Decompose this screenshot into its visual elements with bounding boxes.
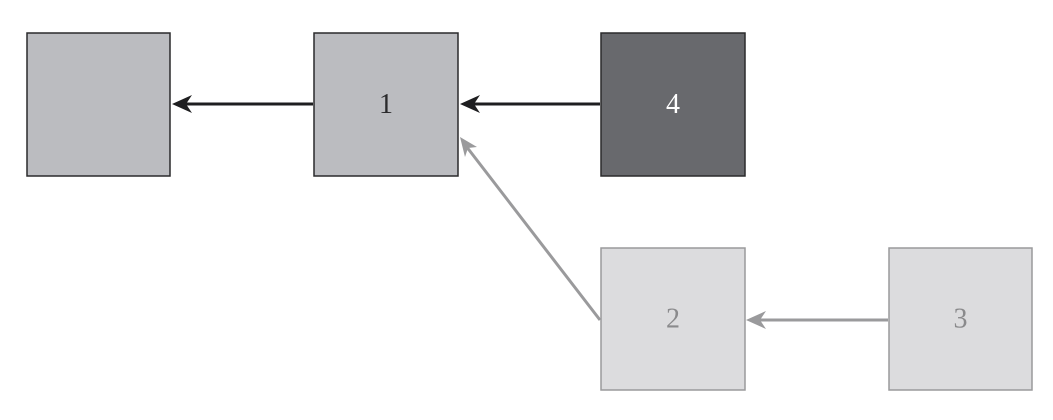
svg-text:1: 1	[379, 89, 393, 120]
edges	[172, 95, 888, 329]
node-3: 3	[888, 247, 1033, 391]
svg-text:3: 3	[954, 304, 968, 335]
node-left	[26, 32, 171, 177]
node-1: 1	[313, 32, 459, 177]
svg-text:4: 4	[666, 89, 680, 120]
edge-4-to-1	[460, 95, 600, 113]
edge-2-to-1	[460, 137, 602, 321]
edge-3-to-2	[746, 311, 888, 329]
svg-text:2: 2	[666, 304, 680, 335]
node-4: 4	[600, 32, 746, 177]
edge-1-to-left	[172, 95, 313, 113]
node-2: 2	[600, 247, 746, 391]
